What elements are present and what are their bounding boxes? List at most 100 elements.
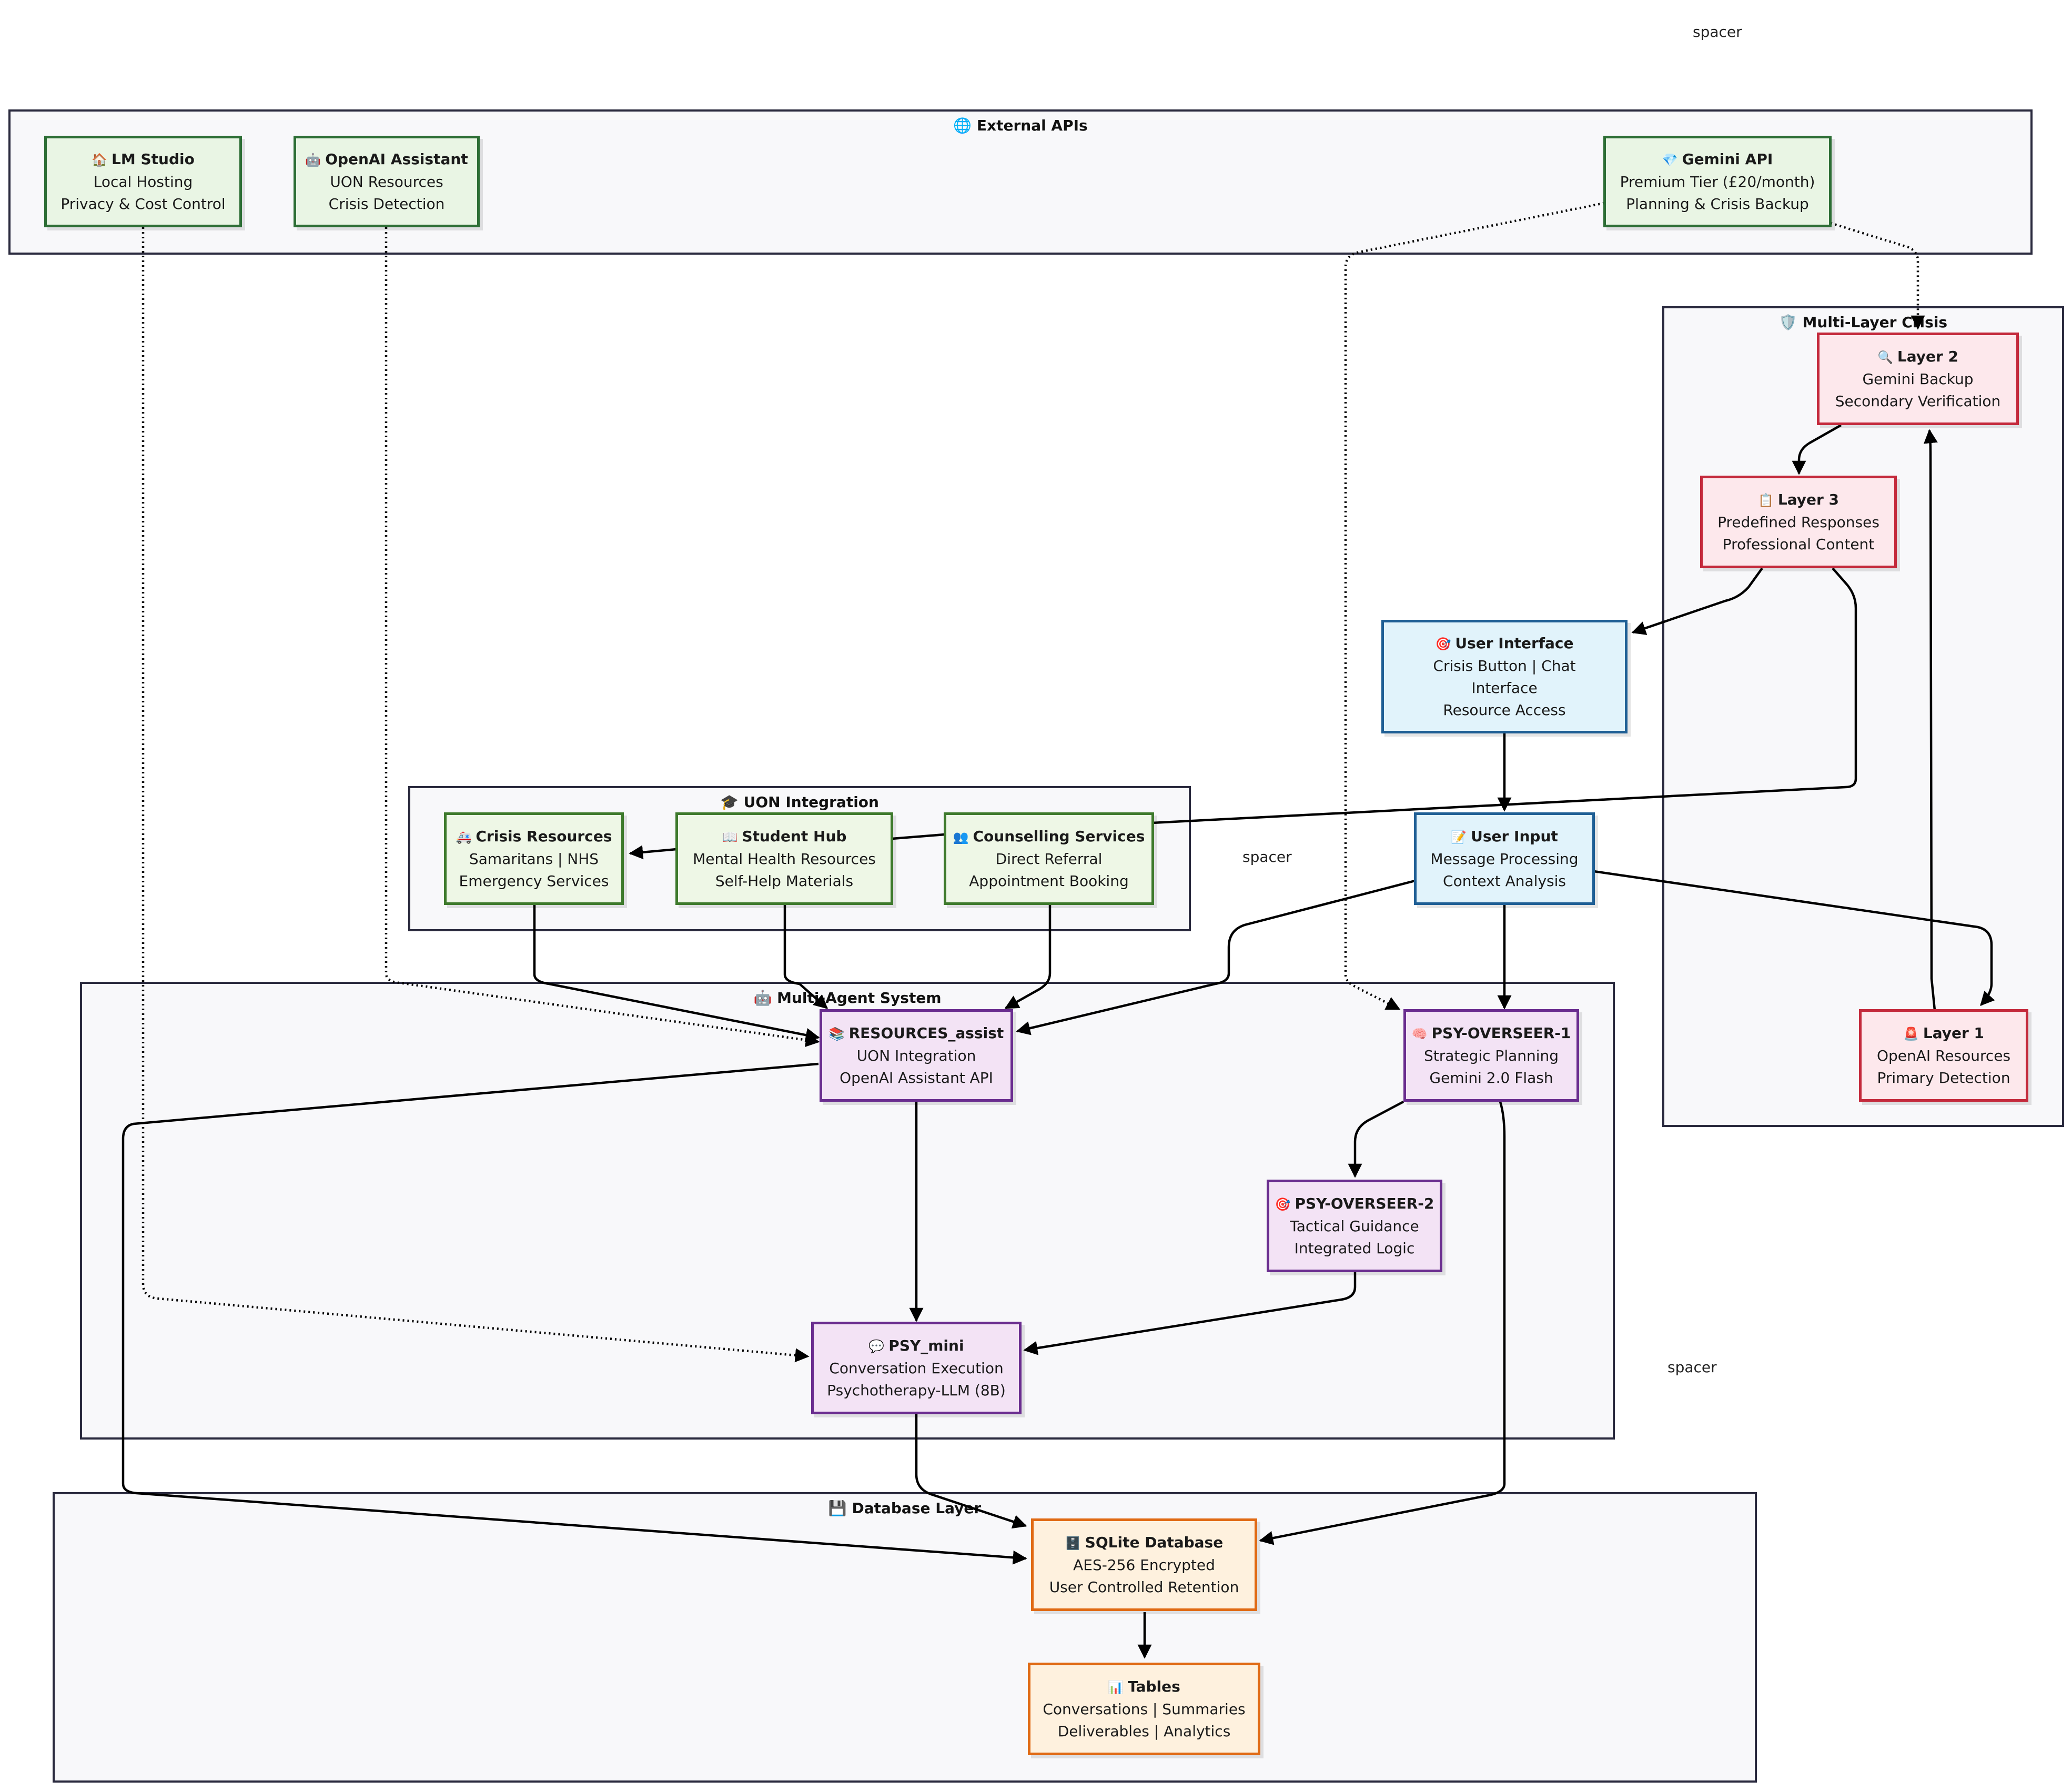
books-icon: 📚 (828, 1026, 845, 1041)
node-line: Gemini Backup (1862, 370, 1974, 388)
shield-icon: 🛡️ (1778, 314, 1797, 331)
group-title: Database Layer (852, 1500, 982, 1517)
spacer-label-middle: spacer (1242, 848, 1292, 866)
node-line: Direct Referral (995, 850, 1103, 868)
node-title: Student Hub (742, 827, 847, 845)
node-title: Gemini API (1682, 150, 1773, 168)
node-sqlite-database[interactable]: 🗄️SQLite Database AES-256 Encrypted User… (1031, 1518, 1257, 1611)
node-line: Strategic Planning (1423, 1047, 1559, 1064)
node-line: OpenAI Resources (1876, 1047, 2011, 1064)
file-cabinet-icon: 🗄️ (1065, 1535, 1081, 1551)
node-line: Privacy & Cost Control (60, 195, 226, 213)
node-tables[interactable]: 📊Tables Conversations | Summaries Delive… (1028, 1663, 1260, 1755)
node-psy-mini[interactable]: 💬PSY_mini Conversation Execution Psychot… (811, 1322, 1022, 1414)
node-line: Conversations | Summaries (1043, 1700, 1246, 1718)
node-layer-2[interactable]: 🔍Layer 2 Gemini Backup Secondary Verific… (1817, 333, 2019, 425)
robot-icon: 🤖 (305, 152, 321, 167)
people-icon: 👥 (953, 829, 969, 844)
node-line: Emergency Services (459, 872, 609, 890)
node-line: Resource Access (1443, 701, 1566, 719)
node-student-hub[interactable]: 📖 Student Hub Mental Health Resources Sel… (675, 812, 893, 905)
node-crisis-resources[interactable]: 🚑Crisis Resources Samaritans | NHS Emerg… (444, 812, 624, 905)
node-line: Message Processing (1430, 850, 1579, 868)
target-icon: 🎯 (1275, 1196, 1291, 1212)
robot-icon: 🤖 (753, 989, 772, 1007)
node-line: Interface (1471, 679, 1538, 697)
ambulance-icon: 🚑 (456, 829, 472, 844)
node-line: Local Hosting (93, 173, 193, 190)
node-line: Self-Help Materials (715, 872, 854, 890)
node-title: SQLite Database (1085, 1533, 1224, 1551)
house-icon: 🏠 (92, 152, 108, 167)
node-title: Tables (1128, 1677, 1180, 1695)
node-lm-studio[interactable]: 🏠 LM Studio Local Hosting Privacy & Cost … (44, 136, 242, 227)
node-line: Context Analysis (1443, 872, 1566, 890)
spacer-label-top: spacer (1693, 23, 1742, 41)
node-title: OpenAI Assistant (325, 150, 468, 168)
node-line: OpenAI Assistant API (840, 1069, 993, 1086)
node-title: RESOURCES_assist (848, 1024, 1004, 1042)
brain-icon: 🧠 (1411, 1026, 1428, 1041)
bar-chart-icon: 📊 (1108, 1679, 1124, 1695)
node-title: Layer 2 (1897, 347, 1959, 365)
clipboard-icon: 📋 (1757, 492, 1774, 508)
node-title: PSY-OVERSEER-1 (1431, 1024, 1571, 1042)
node-line: Tactical Guidance (1290, 1217, 1419, 1235)
node-line: Predefined Responses (1717, 513, 1879, 531)
node-line: Primary Detection (1877, 1069, 2010, 1086)
group-title: Multi-Agent System (777, 989, 942, 1007)
node-title: Counselling Services (973, 827, 1145, 845)
node-line: Crisis Detection (328, 195, 445, 213)
node-title: Layer 3 (1777, 490, 1839, 508)
node-title: User Input (1471, 827, 1558, 845)
node-line: Premium Tier (£20/month) (1620, 173, 1815, 190)
gem-icon: 💎 (1662, 152, 1678, 167)
target-icon: 🎯 (1435, 636, 1451, 651)
node-line: UON Resources (330, 173, 443, 190)
globe-icon: 🌐 (953, 117, 972, 134)
group-title: External APIs (976, 117, 1088, 134)
node-line: Conversation Execution (829, 1359, 1004, 1377)
node-user-input[interactable]: 📝 User Input Message Processing Context A… (1414, 812, 1595, 905)
node-line: Professional Content (1722, 535, 1875, 553)
memo-icon: 📝 (1451, 829, 1467, 844)
spacer-label-right: spacer (1667, 1359, 1717, 1376)
node-user-interface[interactable]: 🎯 User Interface Crisis Button | Chat Int… (1381, 620, 1628, 733)
group-title: Multi-Layer Crisis (1802, 314, 1948, 331)
node-line: Crisis Button | Chat (1433, 657, 1576, 675)
group-database-layer: 💾 Database Layer (53, 1492, 1757, 1783)
node-title: User Interface (1455, 634, 1574, 652)
node-line: Mental Health Resources (693, 850, 876, 868)
group-title: UON Integration (743, 793, 879, 811)
node-line: Secondary Verification (1835, 392, 2001, 410)
node-line: AES-256 Encrypted (1073, 1556, 1215, 1574)
node-gemini-api[interactable]: 💎 Gemini API Premium Tier (£20/month) Pla… (1603, 136, 1832, 227)
open-book-icon: 📖 (722, 829, 738, 844)
node-line: Psychotherapy-LLM (8B) (827, 1381, 1006, 1399)
node-title: PSY_mini (888, 1336, 964, 1354)
node-line: Integrated Logic (1294, 1239, 1415, 1257)
node-line: Planning & Crisis Backup (1626, 195, 1809, 213)
node-title: Layer 1 (1923, 1024, 1985, 1042)
group-multi-layer-crisis: 🛡️ Multi-Layer Crisis (1662, 306, 2064, 1127)
node-line: Samaritans | NHS (469, 850, 599, 868)
node-layer-1[interactable]: 🚨 Layer 1 OpenAI Resources Primary Detect… (1859, 1009, 2028, 1102)
speech-bubble-icon: 💬 (868, 1339, 885, 1354)
node-openai-assistant[interactable]: 🤖 OpenAI Assistant UON Resources Crisis D… (294, 136, 480, 227)
node-psy-overseer-1[interactable]: 🧠PSY-OVERSEER-1 Strategic Planning Gemin… (1403, 1009, 1579, 1102)
node-line: Deliverables | Analytics (1057, 1722, 1231, 1740)
node-title: LM Studio (112, 150, 195, 168)
siren-icon: 🚨 (1903, 1026, 1919, 1041)
node-line: Appointment Booking (969, 872, 1129, 890)
node-title: PSY-OVERSEER-2 (1295, 1194, 1434, 1212)
node-psy-overseer-2[interactable]: 🎯PSY-OVERSEER-2 Tactical Guidance Integr… (1267, 1180, 1442, 1272)
node-line: User Controlled Retention (1049, 1578, 1239, 1596)
magnifier-icon: 🔍 (1877, 349, 1893, 365)
node-layer-3[interactable]: 📋Layer 3 Predefined Responses Profession… (1700, 476, 1897, 568)
graduation-cap-icon: 🎓 (720, 793, 739, 811)
node-line: Gemini 2.0 Flash (1429, 1069, 1553, 1086)
node-resources-assist[interactable]: 📚RESOURCES_assist UON Integration OpenAI… (820, 1009, 1013, 1102)
floppy-disk-icon: 💾 (828, 1500, 847, 1517)
node-counselling-services[interactable]: 👥 Counselling Services Direct Referral Ap… (944, 812, 1154, 905)
